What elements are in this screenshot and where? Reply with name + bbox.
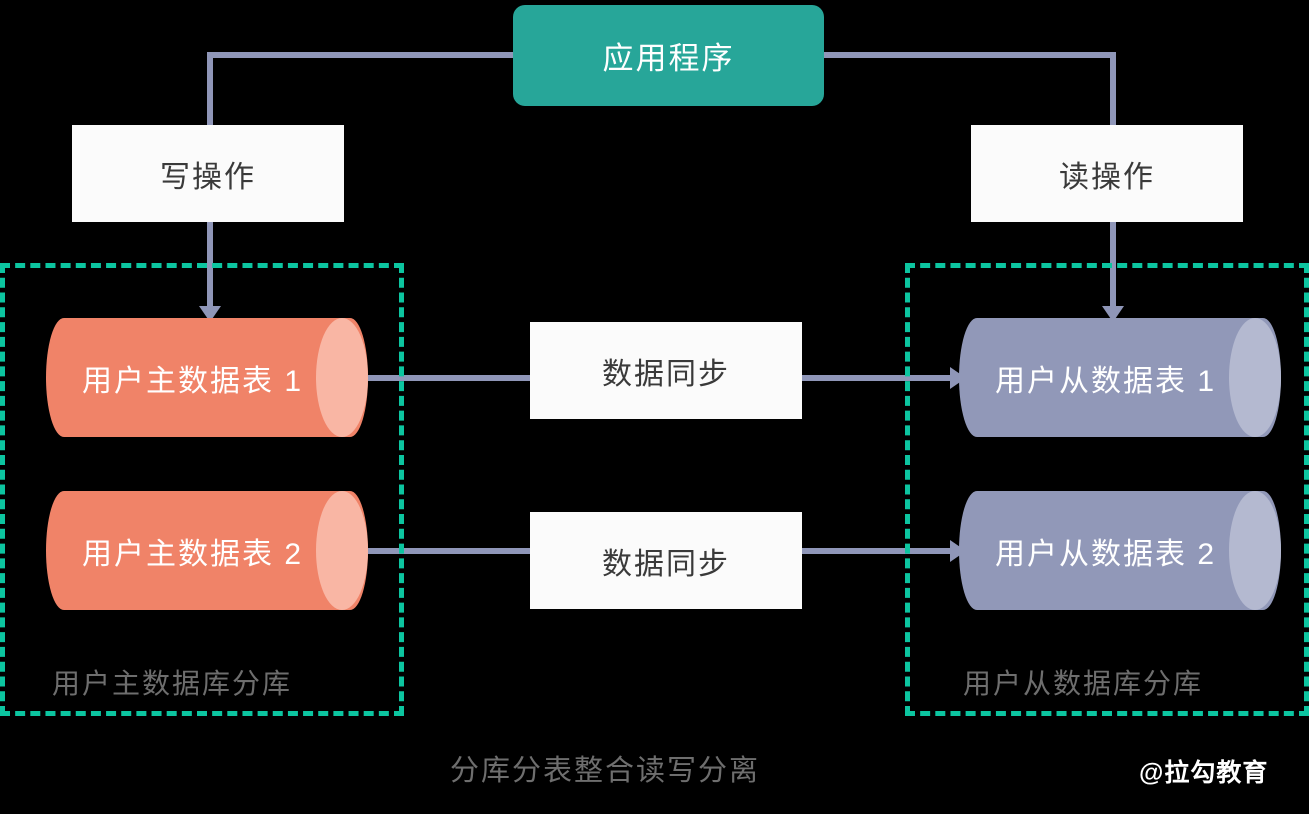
- master-group-label: 用户主数据库分库: [52, 668, 293, 699]
- sync-box-row2-label: 数据同步: [602, 547, 730, 581]
- connector-app-to-read-vertical: [1110, 52, 1116, 132]
- diagram-caption: 分库分表整合读写分离: [450, 755, 761, 787]
- master-cylinder-1[interactable]: 用户主数据表 1: [46, 318, 368, 437]
- master-cylinder-1-label: 用户主数据表 1: [82, 364, 304, 398]
- watermark: @拉勾教育: [1139, 759, 1269, 787]
- connector-read-to-slave-line: [1110, 210, 1116, 312]
- sync-box-row2[interactable]: 数据同步: [530, 512, 802, 609]
- cylinder-body: [959, 491, 1281, 610]
- write-operation-box[interactable]: 写操作: [72, 125, 344, 222]
- read-operation-box[interactable]: 读操作: [971, 125, 1243, 222]
- cylinder-body: [46, 491, 368, 610]
- app-node[interactable]: 应用程序: [513, 5, 824, 106]
- sync-box-row1[interactable]: 数据同步: [530, 322, 802, 419]
- connector-app-to-write-vertical: [207, 52, 213, 132]
- cylinder-cap-icon: [1229, 491, 1281, 610]
- slave-group-box: [905, 263, 1309, 716]
- cylinder-body: [46, 318, 368, 437]
- read-operation-label: 读操作: [1059, 160, 1155, 194]
- cylinder-cap-icon: [1229, 318, 1281, 437]
- master-cylinder-2[interactable]: 用户主数据表 2: [46, 491, 368, 610]
- slave-cylinder-2-label: 用户从数据表 2: [995, 537, 1217, 571]
- slave-group-label: 用户从数据库分库: [963, 668, 1204, 699]
- connector-app-to-write-horizontal: [207, 52, 517, 58]
- connector-write-to-master-line: [207, 210, 213, 312]
- slave-cylinder-1-label: 用户从数据表 1: [995, 364, 1217, 398]
- slave-cylinder-2[interactable]: 用户从数据表 2: [959, 491, 1281, 610]
- cylinder-cap-icon: [316, 491, 368, 610]
- cylinder-body: [959, 318, 1281, 437]
- cylinder-cap-icon: [316, 318, 368, 437]
- app-node-label: 应用程序: [602, 41, 735, 76]
- master-group-box: [0, 263, 404, 716]
- master-cylinder-2-label: 用户主数据表 2: [82, 537, 304, 571]
- write-operation-label: 写操作: [160, 160, 256, 194]
- connector-app-to-read-horizontal: [820, 52, 1116, 58]
- sync-box-row1-label: 数据同步: [602, 357, 730, 391]
- slave-cylinder-1[interactable]: 用户从数据表 1: [959, 318, 1281, 437]
